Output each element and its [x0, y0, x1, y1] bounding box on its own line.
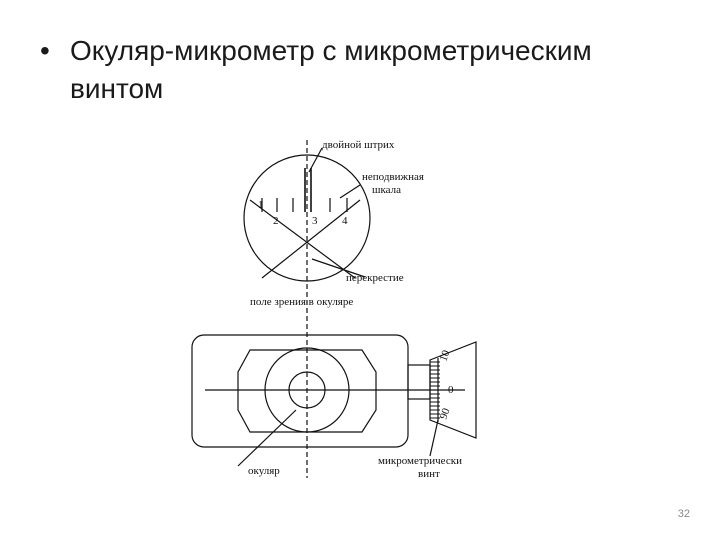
scale-number-2: 2 [273, 215, 279, 227]
eyepiece-inner-frame [237, 349, 377, 433]
drum-number-0: 0 [448, 384, 454, 396]
label-micrometer-screw-line1: микрометрически [378, 455, 462, 467]
leader-eyepiece [237, 409, 297, 467]
micrometer-drum [429, 341, 477, 439]
label-micrometer-screw: микрометрически винт [378, 455, 465, 480]
drum-number-10: 10 [438, 348, 453, 363]
scale-number-1: 1 [258, 199, 264, 211]
label-crosshair: перекрестие [346, 272, 404, 284]
leader-fixed-scale [339, 184, 361, 199]
label-fixed-scale: неподвижная шкала [362, 171, 427, 196]
drum-number-90: 90 [438, 406, 453, 421]
crosshair-line-left [249, 199, 356, 279]
fixed-scale [261, 198, 348, 212]
screw-connector [407, 364, 431, 400]
title-text: Окуляр-микрометр с микрометрическим винт… [70, 35, 592, 104]
page-number: 32 [677, 508, 690, 520]
label-micrometer-screw-line2: винт [418, 468, 440, 480]
leader-double-stroke [308, 147, 323, 173]
title-bullet: • [40, 35, 50, 66]
leader-crosshair [311, 258, 366, 278]
scale-number-3: 3 [312, 215, 318, 227]
crosshair-line-right [261, 199, 361, 279]
label-eyepiece: окуляр [248, 465, 280, 477]
label-field-of-view: поле зрения в окуляре [250, 296, 353, 308]
label-fixed-scale-line2: шкала [372, 184, 401, 196]
leader-micrometer-screw [429, 419, 439, 457]
label-double-stroke: двойной штрих [322, 139, 395, 151]
label-fixed-scale-line1: неподвижная [362, 171, 424, 183]
drum-knurling [430, 361, 440, 419]
scale-number-4: 4 [342, 215, 348, 227]
slide-title: • Окуляр-микрометр с микрометрическим ви… [40, 32, 680, 108]
